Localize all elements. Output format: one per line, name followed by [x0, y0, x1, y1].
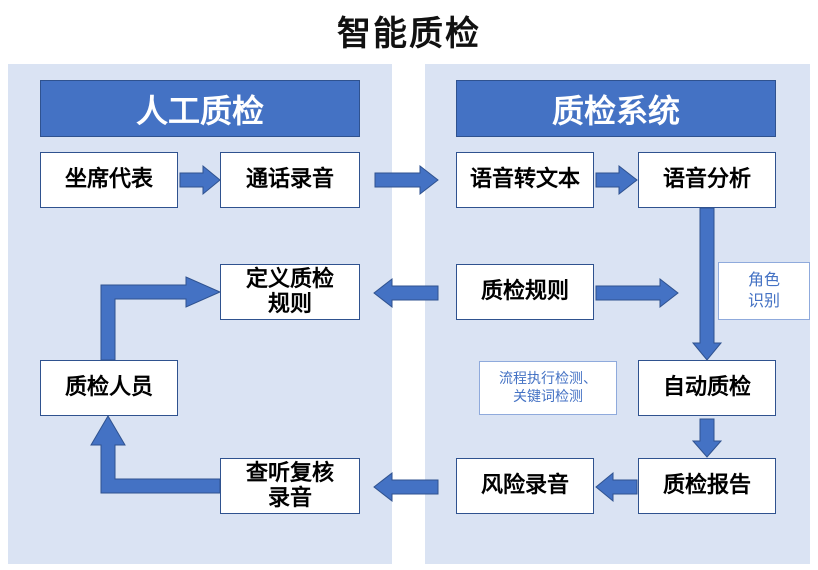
arrow-rules-to-define [373, 277, 439, 309]
arrow-review-to-staff [90, 415, 221, 494]
arrow-recording-to-stt [374, 164, 439, 196]
node-define-rules: 定义质检 规则 [220, 264, 360, 320]
node-speech-to-text: 语音转文本 [456, 152, 594, 208]
node-speech-analysis: 语音分析 [638, 152, 776, 208]
arrow-rules-to-role [595, 277, 679, 309]
node-qc-rules: 质检规则 [456, 264, 594, 320]
qc-system-header: 质检系统 [456, 80, 776, 137]
arrow-stt-to-analysis [595, 164, 638, 196]
arrow-agent-to-recording [179, 164, 221, 196]
node-risk-recording: 风险录音 [456, 458, 594, 514]
arrow-risk-to-review [373, 471, 439, 503]
node-qc-staff: 质检人员 [40, 360, 178, 416]
node-agent-rep: 坐席代表 [40, 152, 178, 208]
node-auto-qc: 自动质检 [638, 360, 776, 416]
arrow-staff-to-define-path [100, 276, 222, 361]
node-review-recording: 查听复核 录音 [220, 458, 360, 514]
manual-qc-header: 人工质检 [40, 80, 360, 137]
node-qc-report: 质检报告 [638, 458, 776, 514]
note-process-detection: 流程执行检测、 关键词检测 [479, 361, 617, 415]
diagram-title: 智能质检 [337, 14, 481, 54]
arrow-autoqc-to-report [691, 418, 723, 458]
arrow-report-to-risk [595, 471, 638, 503]
arrow-analysis-to-autoqc [691, 207, 723, 361]
note-role-recognition: 角色 识别 [718, 262, 810, 320]
node-call-recording: 通话录音 [220, 152, 360, 208]
